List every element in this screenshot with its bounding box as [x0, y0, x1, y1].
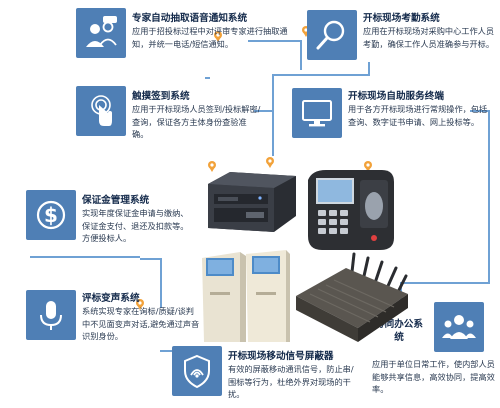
- location-pin-icon: [208, 161, 216, 172]
- location-pin-icon: [214, 31, 222, 42]
- voicechg-title: 评标变声系统: [82, 293, 140, 304]
- svg-text:$: $: [44, 203, 58, 227]
- attend-title: 开标现场考勤系统: [363, 13, 440, 24]
- signal-jammer-image: [296, 252, 408, 342]
- connector-line: [254, 110, 272, 112]
- connector-line: [272, 76, 274, 156]
- deposit-desc: 实现年度保证金申请与缴纳、保证金支付、退还及扣款等。方便投标人。: [82, 208, 189, 243]
- attend-desc: 应用在开标现场对采购中心工作人员考勤，确保工作人员准确参与开标。: [363, 26, 495, 49]
- location-pin-icon: [266, 157, 274, 168]
- terminal-title: 开标现场自助服务终端: [348, 91, 444, 102]
- touch-icon: [76, 86, 126, 136]
- search-icon: [307, 10, 357, 60]
- touch-desc: 应用于开标现场人员签到/投标解密/查询，保证各方主体身份查验准确。: [132, 104, 261, 139]
- location-pin-icon: [136, 299, 144, 310]
- connector-line: [160, 258, 162, 308]
- connector-line: [140, 258, 162, 260]
- deposit-title: 保证金管理系统: [82, 195, 150, 206]
- connector-line: [400, 282, 490, 284]
- connector-line: [205, 77, 210, 79]
- connector-line: [272, 74, 370, 76]
- voicechg-desc: 系统实现专家在询标/质疑/谈判中不见面变声对话,避免通过声音识别身份。: [82, 306, 200, 341]
- connector-line: [300, 40, 302, 70]
- kiosk-image: [202, 250, 290, 342]
- connector-line: [248, 40, 302, 42]
- connector-line: [470, 110, 490, 112]
- connector-line: [368, 62, 370, 74]
- voice-desc: 应用于招投标过程中对评审专家进行抽取通知，并统一电话/短信通知。: [132, 26, 288, 49]
- connector-line: [30, 256, 140, 258]
- office-desc: 应用于单位日常工作，使内部人员能够共享信息，高效协同，提高效率。: [372, 359, 495, 394]
- touch-title: 触摸签到系统: [132, 91, 190, 102]
- dollar-icon: $: [26, 190, 76, 240]
- location-pin-icon: [364, 161, 372, 172]
- attendance-machine-image: [308, 170, 394, 250]
- microphone-icon: [26, 290, 76, 340]
- voice-title: 专家自动抽取语音通知系统: [132, 13, 248, 24]
- shield-desc: 有效的屏蔽移动通讯信号，防止串/围标等行为，杜绝外界对现场的干扰。: [228, 364, 354, 399]
- shield-title: 开标现场移动信号屏蔽器: [228, 351, 334, 362]
- signal-shield-icon: [172, 346, 222, 396]
- connector-line: [488, 110, 490, 284]
- monitor-icon: [292, 88, 342, 138]
- server-unit-image: [208, 172, 296, 232]
- office-title: 协同办公系统: [375, 319, 423, 343]
- terminal-desc: 用于各方开标现场进行常规操作，包括查询、数字证书申请、网上投标等。: [348, 104, 488, 127]
- people-voice-icon: [76, 8, 126, 58]
- group-icon: [434, 302, 484, 352]
